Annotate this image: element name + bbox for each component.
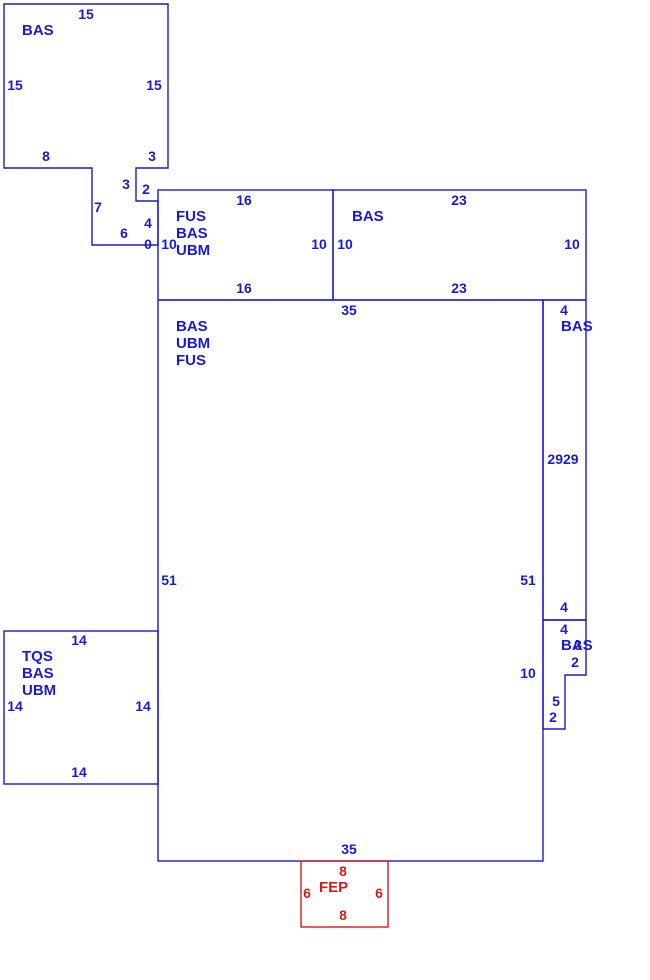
dim-label: 8	[339, 863, 347, 879]
area-top-left-bas	[3, 3, 169, 246]
area-tqs-bas-ubm	[3, 630, 159, 785]
dim-label: 6	[120, 225, 128, 241]
area-fep	[300, 860, 389, 928]
dim-label: 4	[560, 302, 568, 318]
dim-label: 5	[552, 693, 560, 709]
area-label: FUS	[176, 352, 206, 369]
area-label: UBM	[176, 242, 210, 259]
dim-label: 8	[42, 148, 50, 164]
dim-label: 10	[311, 236, 327, 252]
dim-label: 7	[94, 199, 102, 215]
dim-label: 2	[549, 709, 557, 725]
dim-label: 14	[135, 698, 151, 714]
area-label: FEP	[319, 879, 348, 896]
dim-label: 23	[451, 192, 467, 208]
dim-label: 2	[571, 654, 579, 670]
area-label: BAS	[176, 225, 208, 242]
dim-label: 10	[337, 236, 353, 252]
dim-label: 10	[161, 236, 177, 252]
dim-label: 35	[341, 841, 357, 857]
dim-label: 14	[71, 764, 87, 780]
area-label: BAS	[352, 208, 384, 225]
dim-label: 15	[7, 77, 23, 93]
area-label: FUS	[176, 208, 206, 225]
dim-label: 2	[142, 181, 150, 197]
dim-label: 16	[236, 192, 252, 208]
dim-label: 14	[7, 698, 23, 714]
dim-label: 35	[341, 302, 357, 318]
area-label: BAS	[561, 637, 593, 654]
dim-label: 0	[144, 236, 152, 252]
dim-label: 6	[303, 885, 311, 901]
area-small-bas	[542, 619, 587, 730]
dim-label: 15	[146, 77, 162, 93]
dim-label: 23	[451, 280, 467, 296]
dim-label: 4	[560, 621, 568, 637]
dim-label: 6	[375, 885, 383, 901]
area-label: UBM	[176, 335, 210, 352]
dim-label: 10	[564, 236, 580, 252]
area-label: BAS	[22, 665, 54, 682]
dim-label: 8	[339, 907, 347, 923]
dim-label: 3	[148, 148, 156, 164]
dim-label: 3	[574, 637, 582, 653]
area-label: UBM	[22, 682, 56, 699]
area-label: BAS	[176, 318, 208, 335]
area-main	[157, 299, 544, 862]
dim-label: 14	[71, 632, 87, 648]
area-label: BAS	[22, 22, 54, 39]
dim-label: 51	[161, 572, 177, 588]
dim-label: 16	[236, 280, 252, 296]
dim-label: 3	[122, 176, 130, 192]
dim-label: 4	[560, 599, 568, 615]
area-label: TQS	[22, 648, 53, 665]
dim-label: 51	[520, 572, 536, 588]
dim-label: 4	[144, 215, 152, 231]
area-label: BAS	[561, 318, 593, 335]
dim-label: 2929	[547, 451, 578, 467]
dim-label: 15	[78, 6, 94, 22]
dim-label: 10	[520, 665, 536, 681]
